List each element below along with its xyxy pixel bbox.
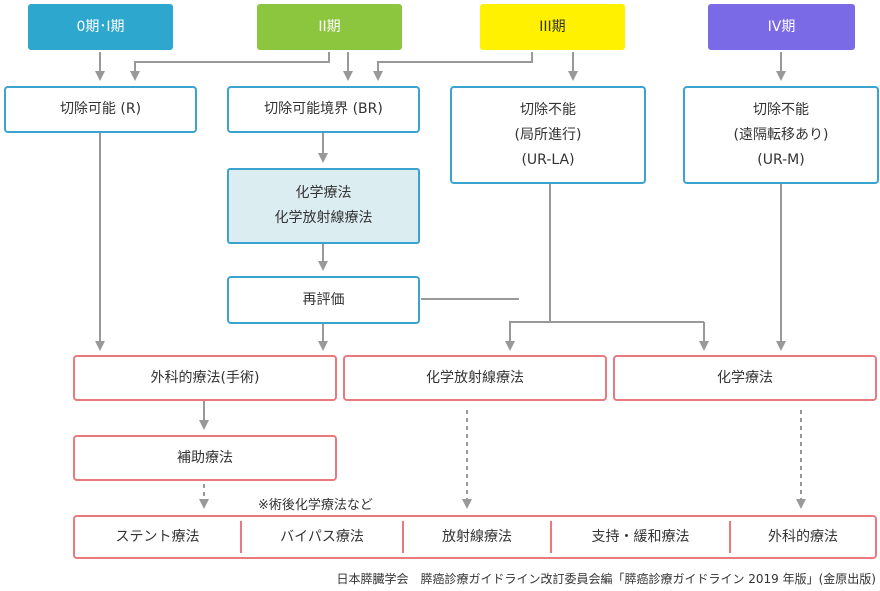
bypass-therapy-label: バイパス療法: [280, 528, 364, 545]
reevaluation-label: 再評価: [302, 291, 345, 308]
surgical-therapy-cell: 外科的療法: [731, 517, 875, 557]
source-citation: 日本膵臓学会 膵癌診療ガイドライン改訂委員会編「膵癌診療ガイドライン 2019 …: [336, 570, 876, 587]
stage-0-1-header: 0期･I期: [28, 4, 173, 50]
bypass-therapy-cell: バイパス療法: [242, 517, 402, 557]
arrow-stage2-to-resectable: [130, 52, 330, 81]
unresectable-m-line2: (遠隔転移あり): [733, 126, 829, 143]
unresectable-metastatic-box: 切除不能 (遠隔転移あり) (UR-M): [683, 86, 879, 184]
stage-0-1-label: 0期･I期: [76, 18, 125, 35]
supportive-palliative-label: 支持・緩和療法: [591, 528, 690, 545]
neoadjuvant-line1: 化学療法: [295, 185, 352, 201]
chemoradiation-label: 化学放射線療法: [426, 369, 524, 386]
neoadjuvant-therapy-box: 化学療法 化学放射線療法: [227, 168, 420, 244]
borderline-resectable-box: 切除可能境界 (BR): [227, 86, 420, 133]
unresectable-m-line1: 切除不能: [753, 101, 809, 118]
surgery-label: 外科的療法(手術): [150, 369, 260, 386]
stage-2-header: II期: [257, 4, 402, 50]
row-divider: [550, 521, 552, 553]
unresectable-la-line2: (局所進行): [514, 126, 582, 143]
stage-3-label: III期: [539, 18, 566, 35]
resectable-box: 切除可能 (R): [4, 86, 197, 133]
radiation-therapy-cell: 放射線療法: [404, 517, 550, 557]
arrow-branch-to-chemoradiation: [505, 321, 704, 351]
source-citation-text: 日本膵臓学会 膵癌診療ガイドライン改訂委員会編「膵癌診療ガイドライン 2019 …: [336, 572, 876, 586]
postoperative-note: ※術後化学療法など: [258, 494, 373, 513]
unresectable-locally-advanced-box: 切除不能 (局所進行) (UR-LA): [450, 86, 646, 184]
unresectable-la-line3: (UR-LA): [521, 151, 575, 168]
borderline-resectable-label: 切除可能境界 (BR): [264, 101, 383, 117]
stent-therapy-label: ステント療法: [115, 528, 200, 545]
chemoradiation-box: 化学放射線療法: [343, 355, 607, 401]
row-divider: [729, 521, 731, 553]
row-divider: [402, 521, 404, 553]
stage-2-label: II期: [318, 18, 341, 35]
postoperative-note-text: ※術後化学療法など: [258, 498, 373, 513]
surgical-therapy-label: 外科的療法: [768, 528, 838, 545]
neoadjuvant-line2: 化学放射線療法: [274, 210, 373, 226]
row-divider: [240, 521, 242, 553]
resectable-label: 切除可能 (R): [59, 101, 142, 117]
radiation-therapy-label: 放射線療法: [442, 528, 512, 545]
adjuvant-therapy-box: 補助療法: [73, 435, 337, 481]
surgery-box: 外科的療法(手術): [73, 355, 337, 401]
stage-4-header: IV期: [708, 4, 855, 50]
stent-therapy-cell: ステント療法: [75, 517, 240, 557]
supportive-palliative-cell: 支持・緩和療法: [552, 517, 729, 557]
adjuvant-therapy-label: 補助療法: [177, 449, 233, 466]
unresectable-la-line1: 切除不能: [520, 101, 576, 118]
unresectable-m-line3: (UR-M): [757, 151, 805, 168]
supportive-options-row: ステント療法 バイパス療法 放射線療法 支持・緩和療法 外科的療法: [73, 515, 877, 559]
stage-3-header: III期: [480, 4, 625, 50]
chemotherapy-box: 化学療法: [613, 355, 877, 401]
chemotherapy-label: 化学療法: [717, 369, 773, 386]
stage-4-label: IV期: [767, 18, 796, 35]
arrow-stage3-to-borderline: [373, 52, 533, 81]
reevaluation-box: 再評価: [227, 276, 420, 324]
